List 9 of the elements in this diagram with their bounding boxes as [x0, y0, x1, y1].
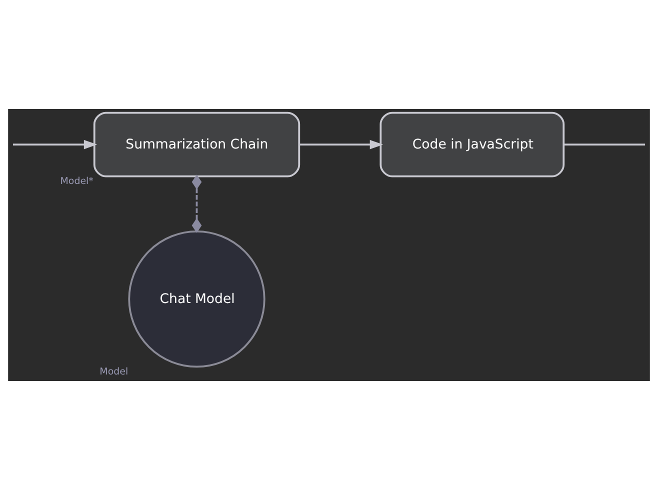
- node-label: Model: [100, 366, 128, 378]
- connector: [564, 144, 646, 146]
- connector: [192, 174, 202, 233]
- arrow: [12, 140, 98, 150]
- node-label: Model*: [60, 176, 94, 187]
- node-box: Code in JavaScript: [380, 112, 565, 178]
- node-circle: Chat Model: [128, 230, 266, 368]
- node-box: Summarization Chain: [93, 112, 300, 178]
- arrow: [299, 140, 384, 150]
